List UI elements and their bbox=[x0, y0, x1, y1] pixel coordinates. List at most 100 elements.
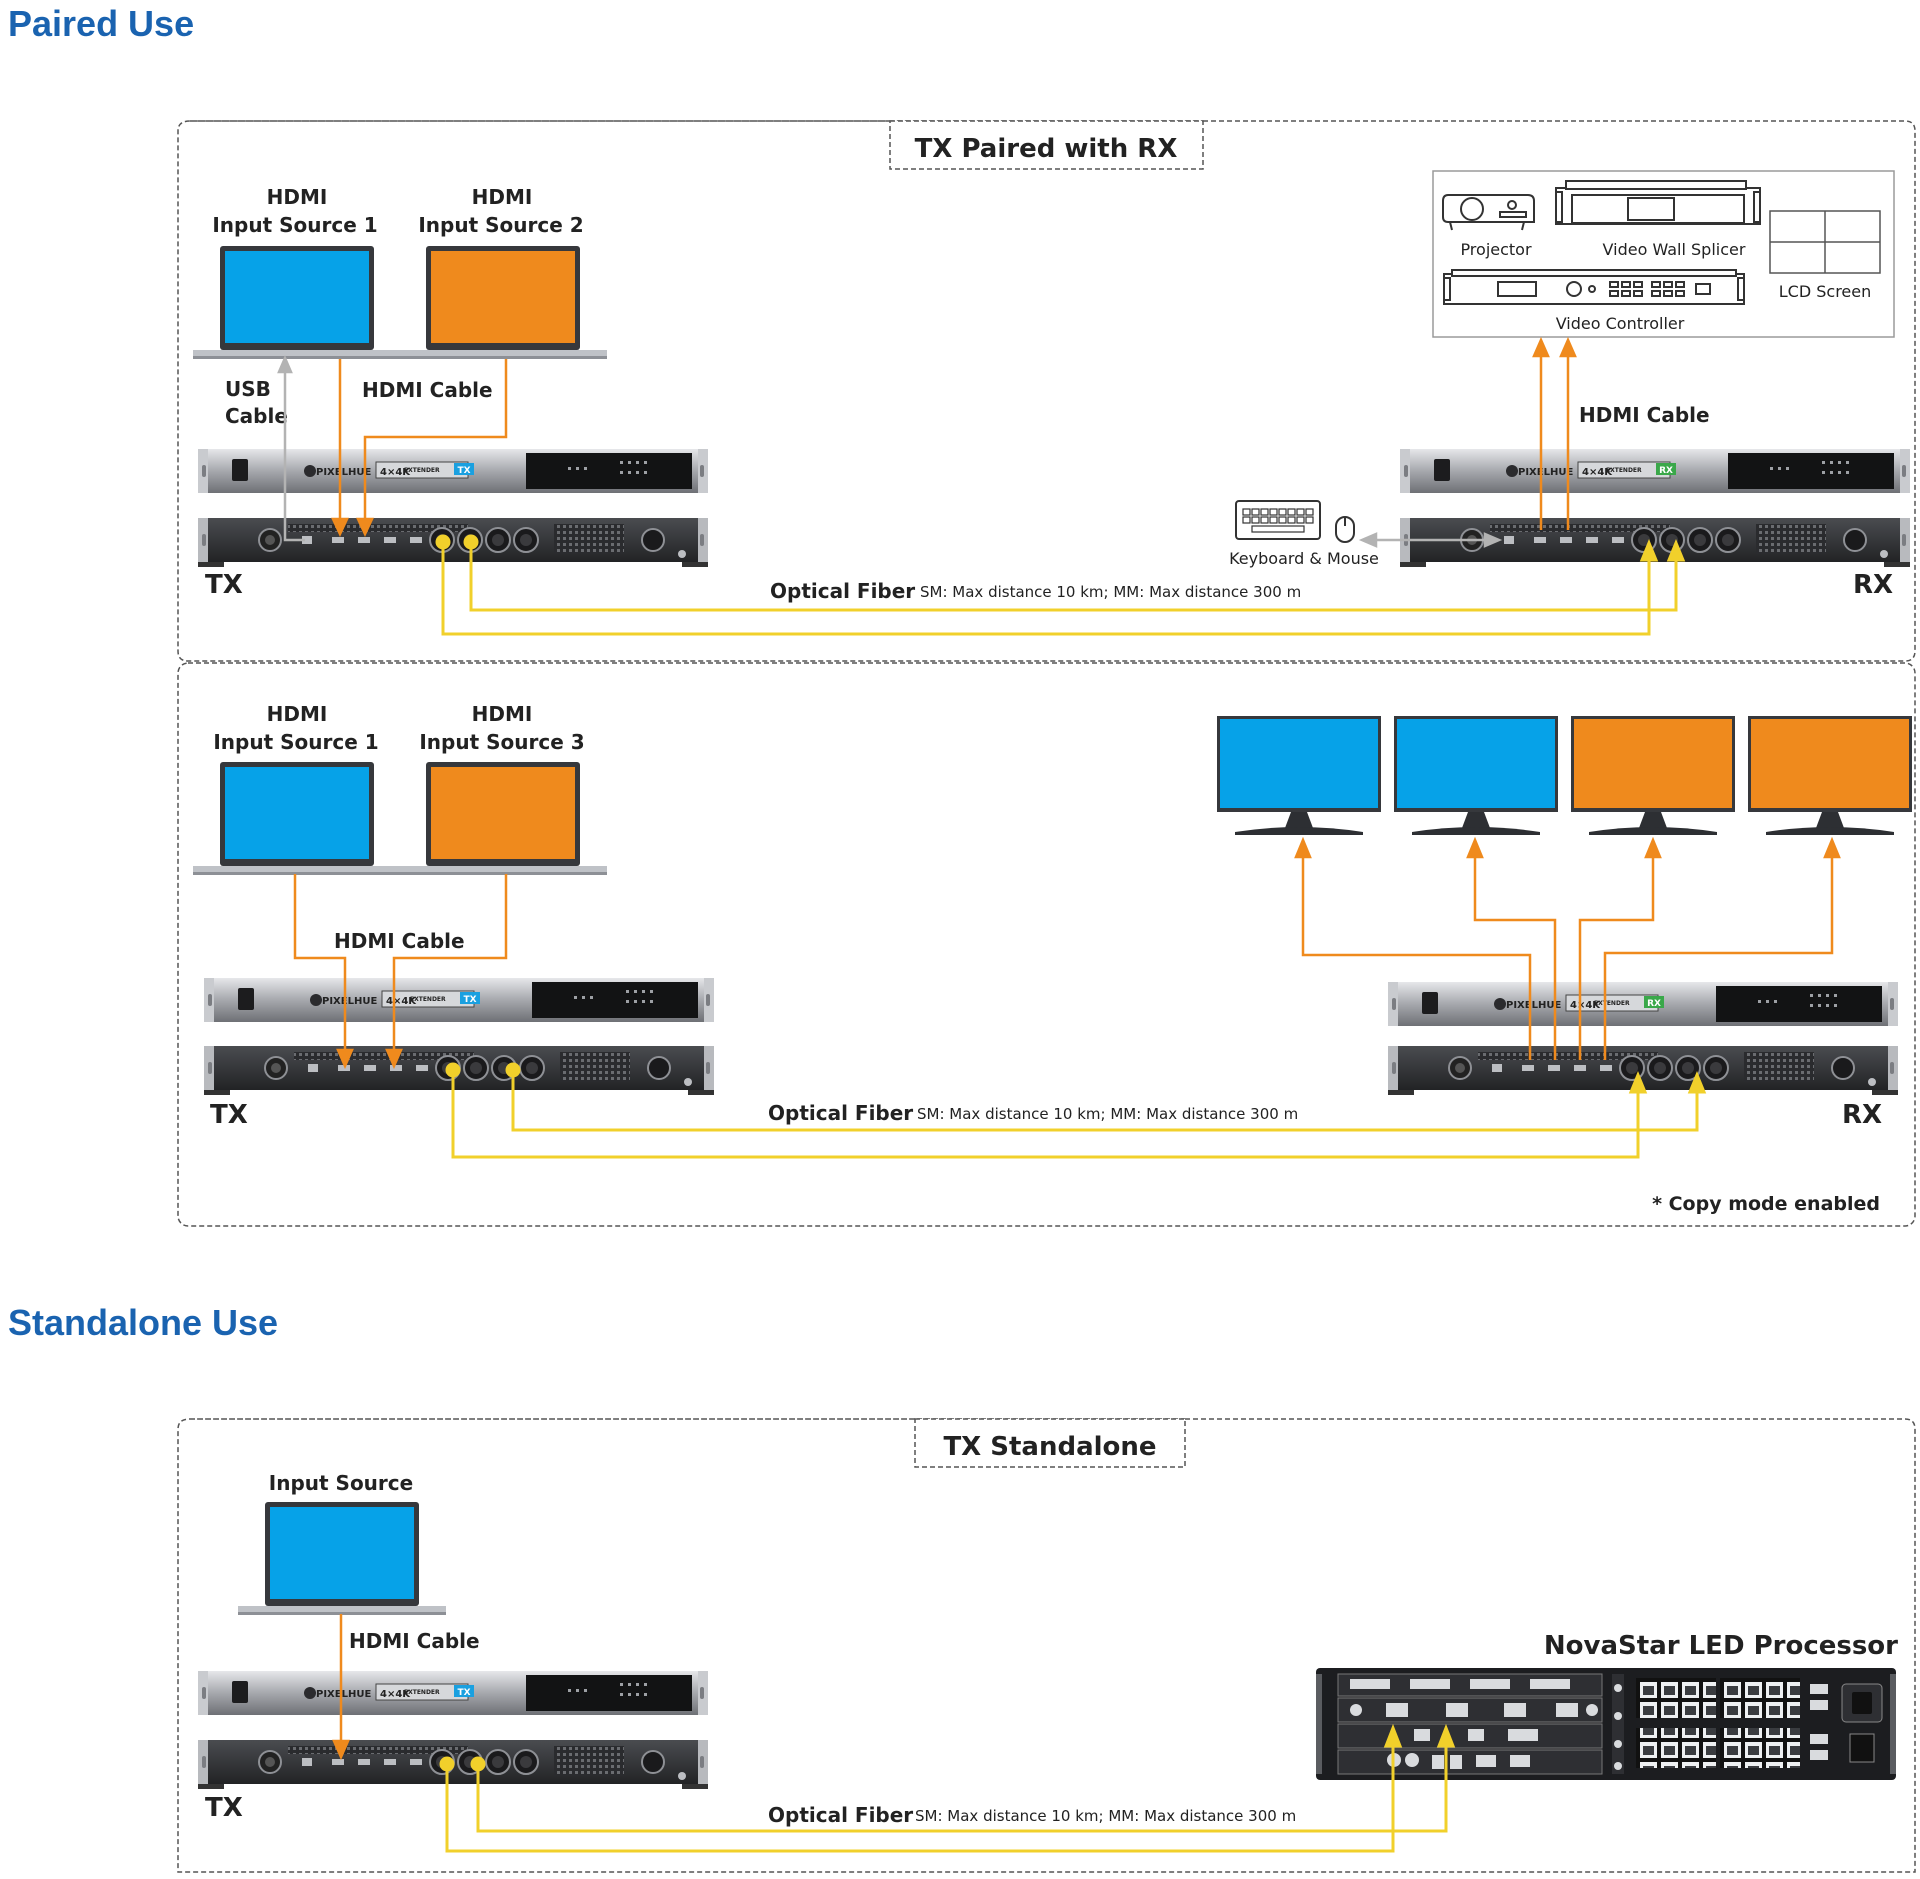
p2-source3-label-2: Input Source 3 bbox=[419, 730, 584, 754]
p1-keyboard-mouse-label: Keyboard & Mouse bbox=[1229, 549, 1379, 568]
panel1-border bbox=[177, 120, 1916, 662]
keyboard-icon bbox=[1235, 500, 1321, 540]
panel1-title-box bbox=[889, 120, 1204, 170]
p2-source1-label-1: HDMI bbox=[267, 702, 328, 726]
p3-hdmi-cable-label: HDMI Cable bbox=[349, 1629, 480, 1653]
p3-optical-fiber bbox=[439, 1723, 1456, 1853]
p3-tx-badge: TX bbox=[457, 1688, 470, 1698]
p1-fiber-label: Optical Fiber bbox=[770, 579, 915, 603]
p3-screen-source bbox=[270, 1507, 414, 1599]
p2-screen-source1 bbox=[225, 767, 369, 859]
p3-tx-model: 4×4K bbox=[380, 1689, 411, 1700]
p3-tx-label: TX bbox=[205, 1793, 243, 1823]
p1-source1-label-1: HDMI bbox=[267, 185, 328, 209]
p1-video-controller-label: Video Controller bbox=[1556, 314, 1685, 333]
p2-screen-source3 bbox=[431, 767, 575, 859]
lcd-screen-icon bbox=[1769, 210, 1881, 274]
projector-icon bbox=[1442, 194, 1535, 231]
p1-tx-model: 4×4K bbox=[380, 467, 411, 478]
p1-hdmi-cable-source1 bbox=[331, 359, 349, 537]
p1-usb-label-1: USB bbox=[225, 377, 271, 401]
p1-video-wall-splicer-label: Video Wall Splicer bbox=[1603, 240, 1746, 259]
p1-screen-source2 bbox=[431, 251, 575, 343]
p1-tx-brand: PIXELHUE bbox=[316, 467, 371, 478]
p2-hdmi-cable-sources bbox=[293, 874, 508, 1070]
p2-tx-label: TX bbox=[210, 1100, 248, 1130]
p2-monitor-2-screen bbox=[1397, 719, 1555, 808]
p1-rx-model: 4×4K bbox=[1582, 467, 1613, 478]
p2-laptop-source1 bbox=[193, 762, 401, 875]
p2-monitor-3-screen bbox=[1574, 719, 1732, 808]
p1-fiber-note: SM: Max distance 10 km; MM: Max distance… bbox=[920, 583, 1301, 601]
p2-tx-brand: PIXELHUE bbox=[322, 996, 377, 1007]
p1-usb-cable-rx bbox=[1358, 532, 1503, 548]
p1-source2-label-1: HDMI bbox=[472, 185, 533, 209]
p2-monitor-3 bbox=[1571, 716, 1735, 835]
p1-rx-extender: EXTENDER bbox=[1606, 467, 1642, 474]
p2-tx-front-panel: PIXELHUE 4×4K EXTENDER TX bbox=[203, 977, 715, 1023]
p2-tx-model: 4×4K bbox=[386, 996, 417, 1007]
p1-rx-brand: PIXELHUE bbox=[1518, 467, 1573, 478]
p2-laptop-source3 bbox=[399, 762, 607, 875]
p1-tx-extender: EXTENDER bbox=[404, 467, 440, 474]
p1-hdmi-cable-label: HDMI Cable bbox=[362, 378, 493, 402]
p2-source3-label-1: HDMI bbox=[472, 702, 533, 726]
p3-fiber-label: Optical Fiber bbox=[768, 1803, 913, 1827]
p1-tx-rear-panel bbox=[197, 517, 709, 568]
mouse-icon bbox=[1335, 516, 1355, 543]
panel3-title: TX Standalone bbox=[943, 1432, 1156, 1462]
p2-monitor-1-screen bbox=[1220, 719, 1378, 808]
p1-hdmi-cable-rx-label: HDMI Cable bbox=[1579, 403, 1710, 427]
p1-projector-label: Projector bbox=[1460, 240, 1532, 259]
p1-usb-label-2: Cable bbox=[225, 404, 288, 428]
p2-rx-label: RX bbox=[1842, 1100, 1882, 1130]
p2-hdmi-cable-label: HDMI Cable bbox=[334, 929, 465, 953]
p2-monitor-4-screen bbox=[1751, 719, 1909, 808]
p1-tx-front-panel: PIXELHUE 4×4K EXTENDER TX bbox=[197, 448, 709, 494]
p3-tx-brand: PIXELHUE bbox=[316, 1689, 371, 1700]
p2-copy-mode-note: * Copy mode enabled bbox=[1652, 1193, 1880, 1215]
p2-source1-label-2: Input Source 1 bbox=[213, 730, 378, 754]
p1-hdmi-cable-rx-out bbox=[1532, 336, 1577, 530]
p2-fiber-label: Optical Fiber bbox=[768, 1101, 913, 1125]
p2-tx-badge: TX bbox=[463, 995, 476, 1005]
p3-laptop-source bbox=[238, 1502, 446, 1615]
p3-tx-extender: EXTENDER bbox=[404, 1689, 440, 1696]
p1-rx-front-panel: PIXELHUE 4×4K EXTENDER RX bbox=[1399, 448, 1911, 494]
p2-rx-brand: PIXELHUE bbox=[1506, 1000, 1561, 1011]
p2-optical-fiber bbox=[445, 1062, 1707, 1159]
panel1-title: TX Paired with RX bbox=[915, 134, 1178, 164]
p1-laptop-source1 bbox=[193, 246, 401, 359]
p2-monitor-1 bbox=[1217, 716, 1381, 835]
p1-rx-badge: RX bbox=[1659, 466, 1673, 476]
p2-fiber-note: SM: Max distance 10 km; MM: Max distance… bbox=[917, 1105, 1298, 1123]
p3-source-label: Input Source bbox=[269, 1471, 413, 1495]
p2-monitor-4 bbox=[1748, 716, 1912, 835]
p1-screen-source1 bbox=[225, 251, 369, 343]
p1-source1-label-2: Input Source 1 bbox=[212, 213, 377, 237]
panel2-border bbox=[177, 662, 1916, 1227]
p1-lcd-screen-label: LCD Screen bbox=[1779, 282, 1872, 301]
p3-fiber-note: SM: Max distance 10 km; MM: Max distance… bbox=[915, 1807, 1296, 1825]
heading-standalone-use: Standalone Use bbox=[8, 1302, 278, 1343]
p2-tx-extender: EXTENDER bbox=[410, 996, 446, 1003]
p2-rx-badge: RX bbox=[1647, 999, 1661, 1009]
p2-hdmi-cable-outputs bbox=[1294, 836, 1841, 1060]
p2-monitor-2 bbox=[1394, 716, 1558, 835]
heading-paired-use: Paired Use bbox=[8, 3, 194, 44]
p1-usb-cable bbox=[277, 354, 305, 542]
p3-tx-front-panel: PIXELHUE 4×4K EXTENDER TX bbox=[197, 1670, 709, 1716]
p1-tx-label: TX bbox=[205, 570, 243, 600]
panel3-title-box bbox=[914, 1418, 1186, 1468]
video-wall-splicer-icon bbox=[1555, 180, 1761, 225]
p1-rx-label: RX bbox=[1853, 570, 1893, 600]
p1-laptop-source2 bbox=[399, 246, 607, 359]
p1-source2-label-2: Input Source 2 bbox=[418, 213, 583, 237]
p1-optical-fiber bbox=[435, 534, 1686, 636]
panel3-border bbox=[177, 1418, 1916, 1873]
p3-processor-label: NovaStar LED Processor bbox=[1544, 1631, 1898, 1661]
novastar-led-processor bbox=[1316, 1668, 1896, 1780]
p3-hdmi-cable bbox=[332, 1614, 350, 1761]
p1-hdmi-cable-source2 bbox=[356, 359, 508, 537]
